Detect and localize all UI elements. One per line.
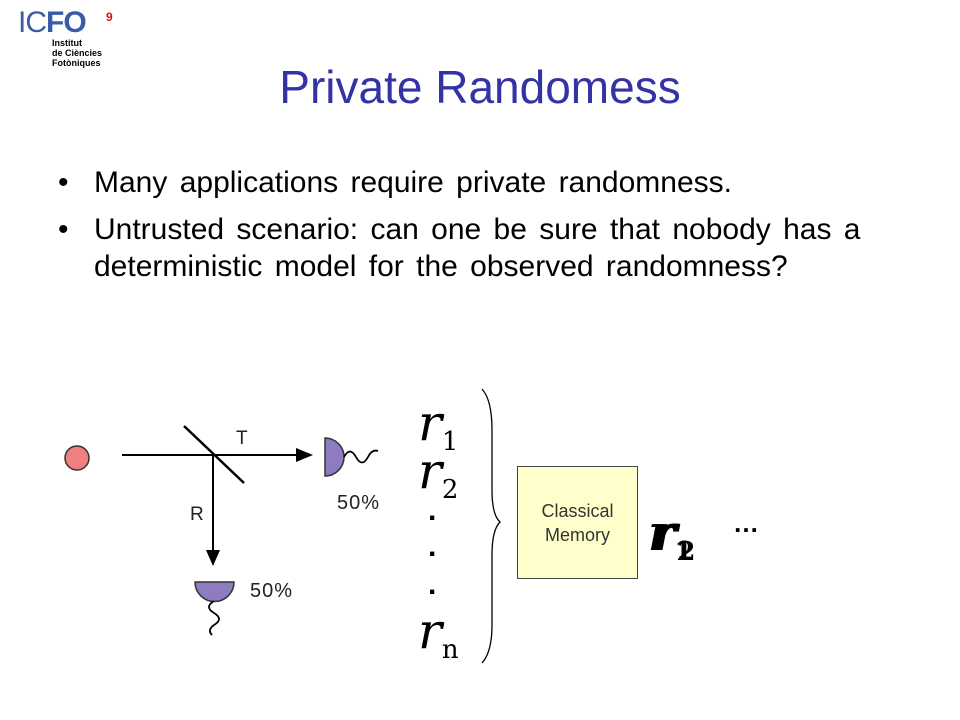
classical-memory-box: Classical Memory bbox=[517, 466, 638, 579]
bullet-item: • Many applications require private rand… bbox=[58, 164, 918, 201]
reflected-arrowhead bbox=[206, 550, 220, 566]
bullet-text: Untrusted scenario: can one be sure that… bbox=[94, 213, 861, 283]
brace bbox=[481, 388, 501, 664]
detector-bottom bbox=[194, 581, 235, 603]
memory-label-line-1: Classical bbox=[541, 500, 614, 521]
label-reflected: R bbox=[190, 504, 204, 525]
logo-line-2: de Ciències bbox=[52, 48, 103, 58]
icfo-logo: ICFO 9 Institut de Ciències Fotòniques bbox=[18, 6, 113, 69]
ellipsis: … bbox=[733, 508, 759, 538]
signal-wave-right-icon bbox=[343, 449, 379, 464]
memory-label-line-2: Memory bbox=[544, 524, 610, 545]
bullet-list: • Many applications require private rand… bbox=[58, 164, 918, 295]
signal-wave-bottom-icon bbox=[208, 600, 220, 636]
outcome-r2: r2 bbox=[418, 442, 459, 505]
bullet-marker: • bbox=[58, 213, 69, 246]
probability-bottom: 50% bbox=[250, 580, 294, 602]
vertical-dot-2: . bbox=[428, 530, 437, 563]
detector-right bbox=[324, 437, 345, 477]
label-transmitted: T bbox=[236, 428, 248, 449]
bullet-marker: • bbox=[58, 166, 69, 199]
output-stack-r1: r1 bbox=[648, 503, 693, 568]
bullet-item: • Untrusted scenario: can one be sure th… bbox=[58, 211, 918, 285]
vertical-dot-1: . bbox=[428, 494, 437, 527]
slide-title: Private Randomess bbox=[279, 61, 681, 113]
logo-line-3: Fotòniques bbox=[52, 58, 101, 68]
outcome-rn: rn bbox=[418, 602, 459, 665]
outcome-r1: r1 bbox=[418, 394, 459, 457]
bullet-text: Many applications require private random… bbox=[94, 166, 732, 199]
output-stack-r2: r2 bbox=[651, 503, 696, 568]
logo-mark: 9 bbox=[106, 10, 113, 24]
logo-wordmark: ICFO bbox=[18, 6, 87, 39]
photon-source bbox=[64, 445, 90, 471]
logo-line-1: Institut bbox=[52, 38, 82, 48]
probability-right: 50% bbox=[337, 492, 381, 514]
beam-splitter bbox=[183, 425, 245, 484]
transmitted-arrowhead bbox=[296, 448, 313, 462]
vertical-dot-3: . bbox=[428, 568, 437, 601]
